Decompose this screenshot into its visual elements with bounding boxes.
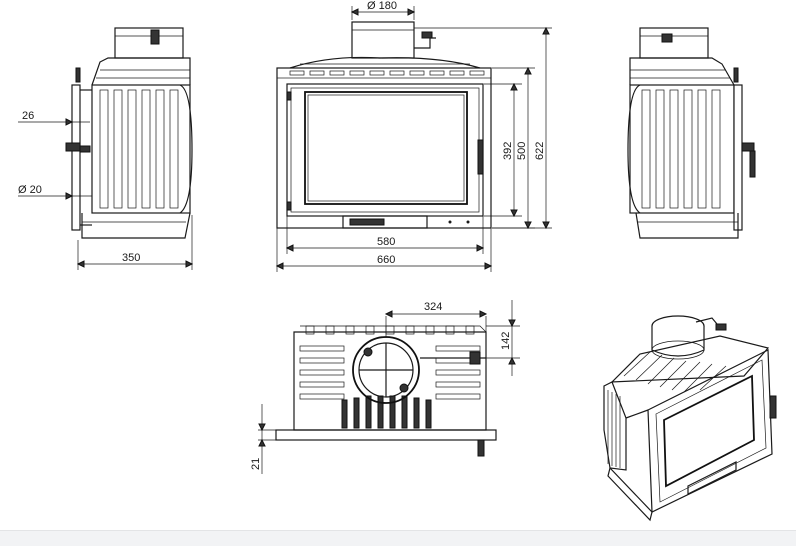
dim-side-depth: 350 [122,252,140,264]
dim-top-offset: 324 [424,301,442,313]
dim-front-total-width: 660 [377,254,395,266]
dim-front-mid-height: 500 [516,142,528,160]
dim-front-inner-width: 580 [377,236,395,248]
dim-flue: Ø 180 [367,0,397,12]
top-left-ribs [299,345,345,400]
right-side-view [627,27,756,239]
front-view: Ø 180 392 500 622 580 660 [275,0,552,272]
dim-front-total-height: 622 [534,142,546,160]
isometric-view [603,315,777,522]
top-view: 324 142 21 [250,300,520,474]
left-side-view: 26 Ø 20 350 [18,27,194,270]
dim-top-depth: 142 [500,332,512,350]
top-edge-ribs [305,325,475,335]
dim-side-pipe: Ø 20 [18,184,42,196]
right-side-ribs [641,89,721,209]
footer-bar [0,530,796,546]
dim-top-plate: 21 [250,458,262,470]
dim-side-offset: 26 [22,110,34,122]
iso-side-ribs [607,390,621,468]
dim-front-inner-height: 392 [502,142,514,160]
top-bottom-fins [341,395,432,429]
left-side-ribs [99,89,179,209]
front-top-slots [289,70,485,76]
technical-drawing: 26 Ø 20 350 [18,0,777,522]
